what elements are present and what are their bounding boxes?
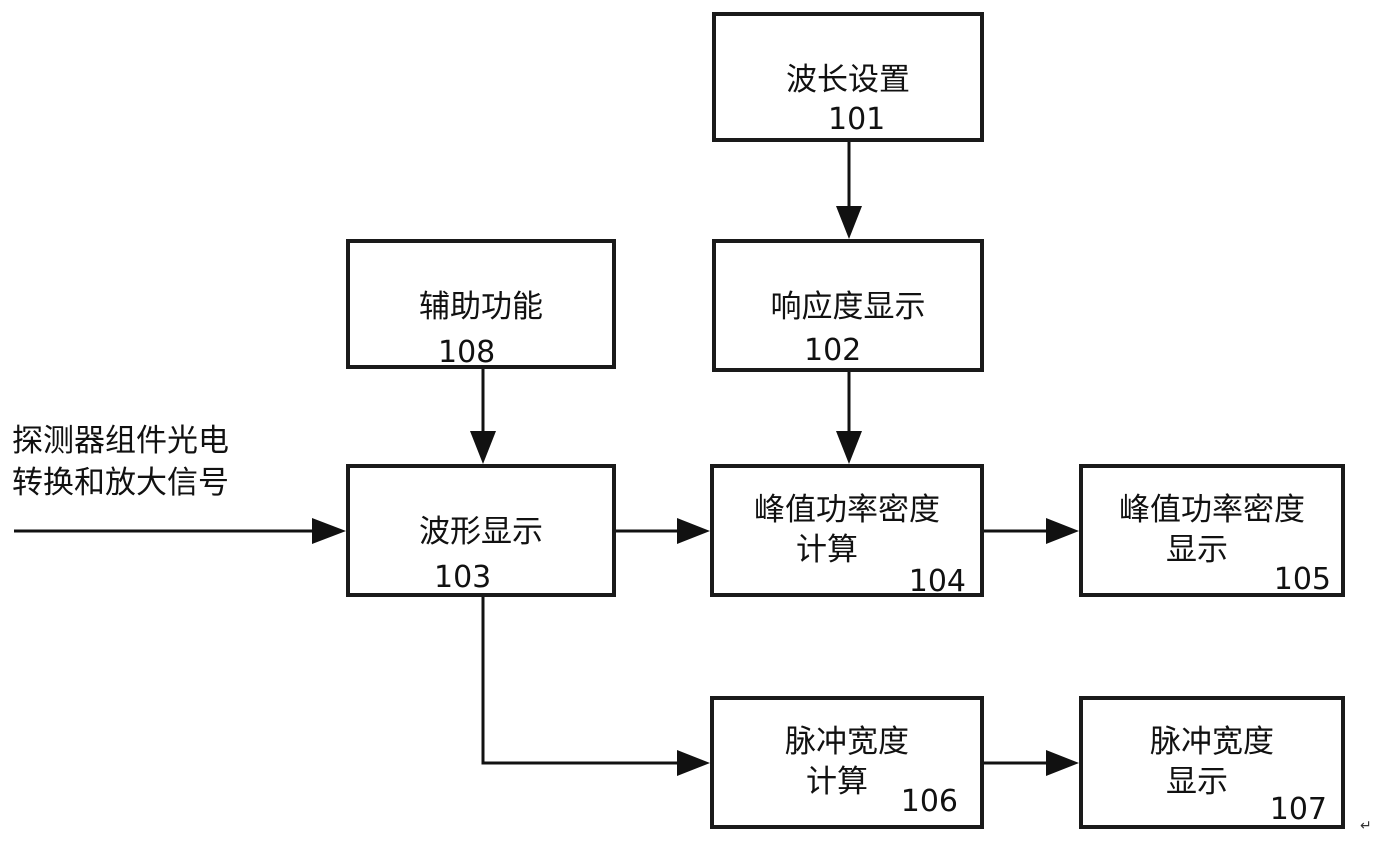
input-signal-label: 探测器组件光电 转换和放大信号 [12, 420, 312, 504]
block-102-number: 102 [804, 335, 861, 367]
block-peak-power-density-calc: 峰值功率密度 计算 104 [710, 464, 984, 597]
block-102-label: 响应度显示 [716, 287, 980, 327]
input-signal-line2: 转换和放大信号 [12, 462, 312, 504]
block-107-number: 107 [1270, 794, 1327, 826]
block-peak-power-density-display: 峰值功率密度 显示 105 [1079, 464, 1345, 597]
arrowhead [312, 518, 346, 544]
block-101-label: 波长设置 [716, 60, 980, 100]
block-108-label: 辅助功能 [350, 287, 612, 327]
arrowhead [836, 431, 862, 464]
arrowhead [470, 431, 496, 464]
block-105-number: 105 [1274, 564, 1331, 596]
block-pulse-width-calc: 脉冲宽度 计算 106 [710, 696, 984, 829]
block-106-label-line1: 脉冲宽度 [714, 722, 980, 762]
block-103-number: 103 [434, 562, 491, 594]
paragraph-mark: ↵ [1360, 818, 1372, 834]
arrowhead [836, 206, 862, 239]
block-105-label-line1: 峰值功率密度 [1083, 490, 1341, 530]
block-pulse-width-display: 脉冲宽度 显示 107 [1079, 696, 1345, 829]
block-101-number: 101 [828, 104, 885, 136]
block-107-label-line1: 脉冲宽度 [1083, 722, 1341, 762]
block-responsivity-display: 响应度显示 102 [712, 239, 984, 372]
block-wavelength-setting: 波长设置 101 [712, 12, 984, 142]
block-104-number: 104 [909, 566, 966, 598]
block-104-label-line1: 峰值功率密度 [714, 490, 980, 530]
input-signal-line1: 探测器组件光电 [12, 420, 312, 462]
block-auxiliary-function: 辅助功能 108 [346, 239, 616, 369]
block-waveform-display: 波形显示 103 [346, 464, 616, 597]
block-108-number: 108 [438, 337, 495, 369]
arrow-103-to-106 [483, 596, 686, 763]
block-106-number: 106 [901, 786, 958, 818]
block-103-label: 波形显示 [350, 512, 612, 552]
